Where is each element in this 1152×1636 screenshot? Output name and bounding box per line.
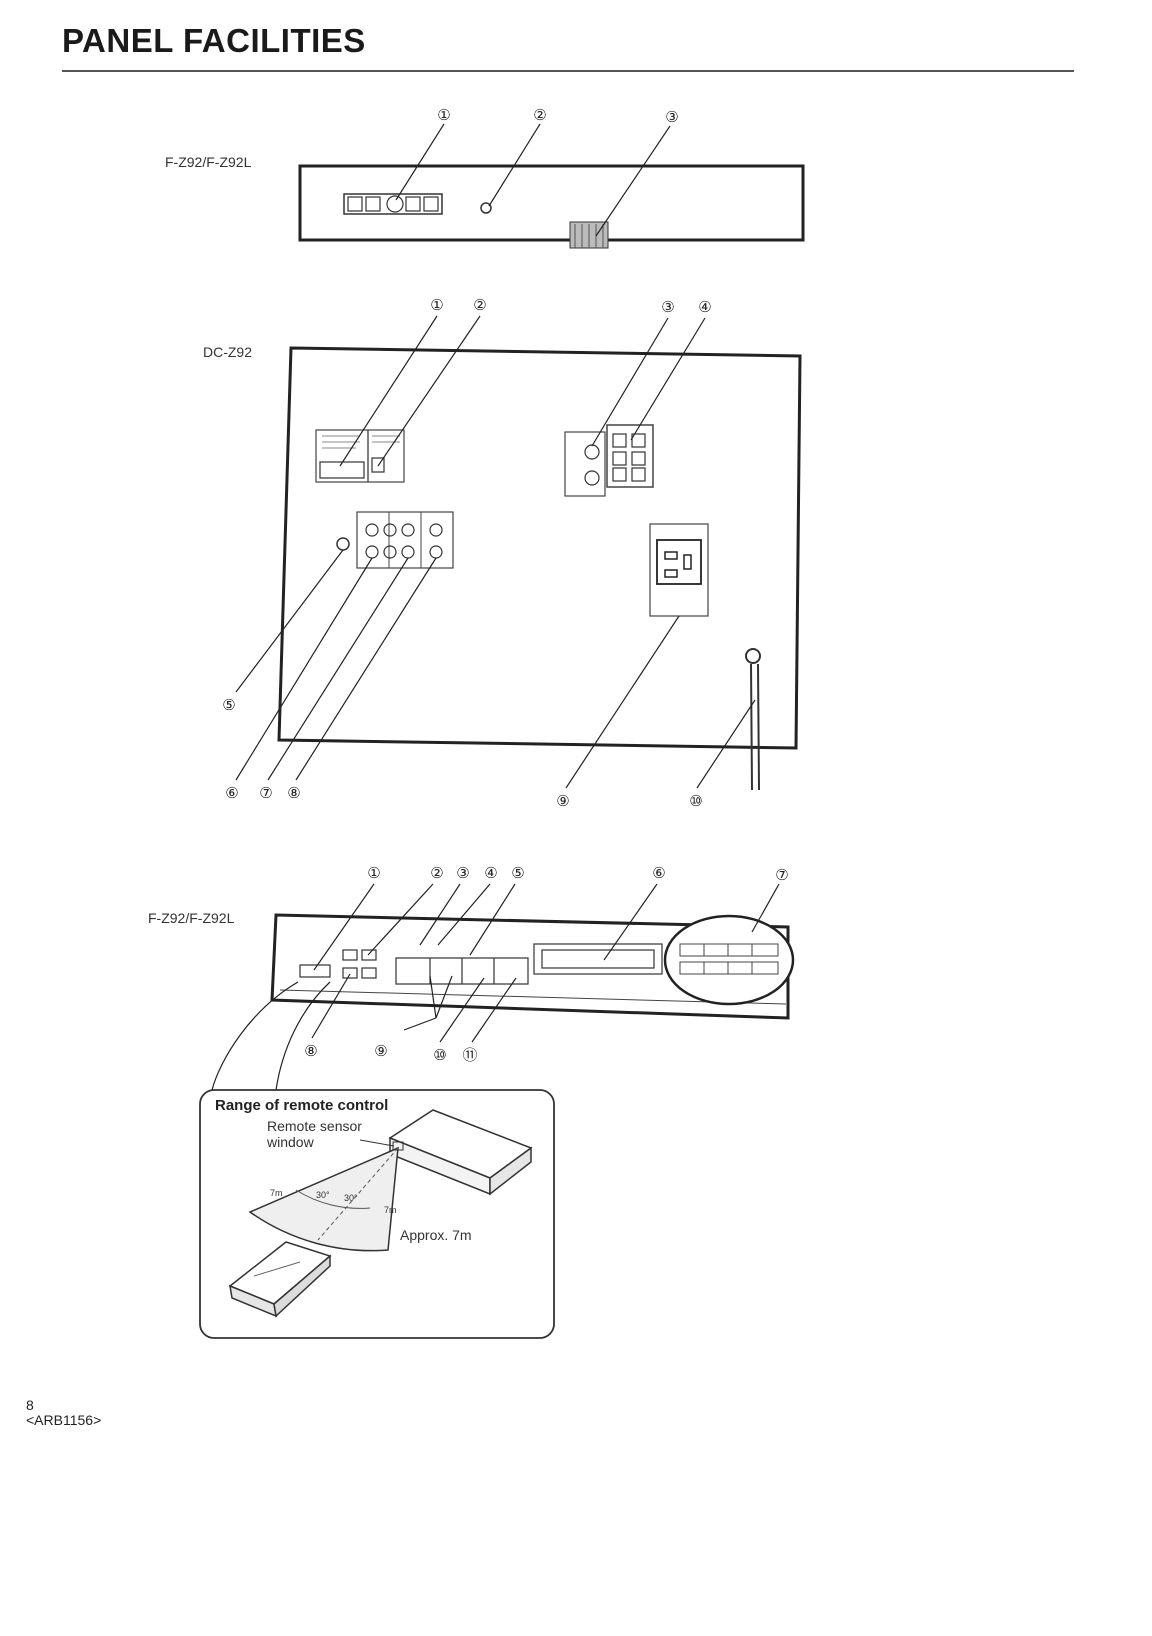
callout-front-3: ③ xyxy=(456,864,469,882)
page-number: 8 xyxy=(26,1398,101,1413)
callout-top-3: ③ xyxy=(665,108,678,126)
callout-front-7: ⑦ xyxy=(775,866,788,884)
callout-front-10: ⑩ xyxy=(433,1046,446,1064)
callout-front-5: ⑤ xyxy=(511,864,524,882)
remote-distance-label: Approx. 7m xyxy=(400,1227,472,1243)
callout-front-6: ⑥ xyxy=(652,864,665,882)
callout-dc-1: ① xyxy=(430,296,443,314)
callout-dc-3: ③ xyxy=(661,298,674,316)
remote-sensor-label-2: window xyxy=(266,1134,315,1150)
front-panel: ① ② ③ ④ ⑤ ⑥ ⑦ ⑧ ⑨ ⑩ ⑪ xyxy=(212,864,793,1090)
callout-top-1: ① xyxy=(437,106,450,124)
remote-range-title: Range of remote control xyxy=(215,1097,388,1114)
callout-front-11: ⑪ xyxy=(462,1046,477,1064)
callout-front-4: ④ xyxy=(484,864,497,882)
remote-range-box: Range of remote control Remote sensor wi… xyxy=(200,1090,554,1338)
callout-dc-8: ⑧ xyxy=(287,784,300,802)
callout-dc-5: ⑤ xyxy=(222,696,235,714)
dc-z92-rear-panel: ① ② ③ ④ ⑤ ⑥ ⑦ ⑧ ⑨ ⑩ xyxy=(222,296,800,810)
callout-front-1: ① xyxy=(367,864,380,882)
remote-angle-right: 30° xyxy=(344,1193,358,1203)
callout-dc-2: ② xyxy=(473,296,486,314)
callout-dc-9: ⑨ xyxy=(556,792,569,810)
callout-dc-10: ⑩ xyxy=(689,792,702,810)
callout-front-8: ⑧ xyxy=(304,1042,317,1060)
remote-dist-left: 7m xyxy=(270,1188,283,1198)
doc-code: <ARB1156> xyxy=(26,1413,101,1428)
callout-front-2: ② xyxy=(430,864,443,882)
callout-top-2: ② xyxy=(533,106,546,124)
remote-sensor-label-1: Remote sensor xyxy=(267,1118,362,1134)
callout-dc-7: ⑦ xyxy=(259,784,272,802)
callout-front-9: ⑨ xyxy=(374,1042,387,1060)
callout-dc-6: ⑥ xyxy=(225,784,238,802)
page-footer: 8 <ARB1156> xyxy=(26,1398,101,1428)
top-rear-panel: ① ② ③ xyxy=(300,106,803,248)
callout-dc-4: ④ xyxy=(698,298,711,316)
remote-dist-right: 7m xyxy=(384,1205,397,1215)
remote-angle-left: 30° xyxy=(316,1190,330,1200)
